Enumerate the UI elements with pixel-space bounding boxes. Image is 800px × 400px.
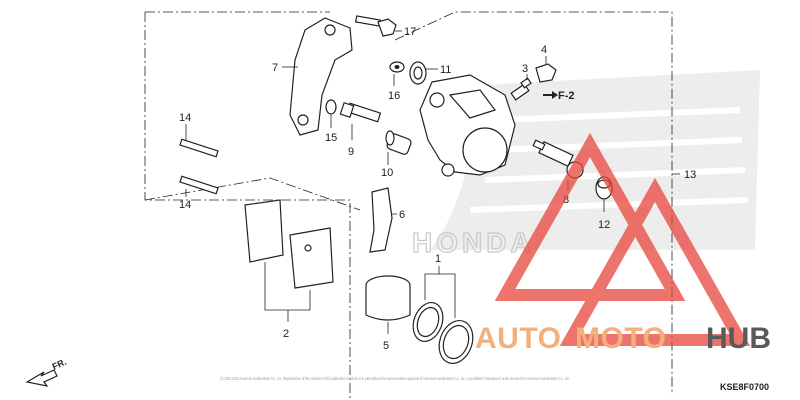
- caliper-body[interactable]: [419, 74, 516, 177]
- assembly-frame: [144, 11, 673, 398]
- callout-16: 16: [388, 90, 400, 102]
- callout-5: 5: [383, 340, 389, 352]
- forward-arrow: [25, 369, 58, 387]
- watermark-moto: MOTO: [575, 322, 666, 355]
- callout-10: 10: [381, 167, 393, 179]
- callout-17: 17: [404, 26, 416, 38]
- piston-part-5[interactable]: [365, 275, 411, 321]
- diagram-code: KSE8F0700: [720, 382, 769, 392]
- seal-part-15[interactable]: [325, 99, 337, 115]
- callout-11: 11: [440, 64, 451, 76]
- pin-boot-part-10[interactable]: [385, 130, 412, 155]
- slide-pin-part-9[interactable]: [339, 101, 382, 123]
- ref-mark-f2: F-2: [558, 90, 575, 102]
- callout-4: 4: [541, 44, 547, 56]
- callout-14-upper: 14: [179, 112, 191, 124]
- bleeder-screw-part-3[interactable]: [510, 77, 532, 101]
- piston-seal-set-part-1[interactable]: [408, 298, 479, 368]
- pad-spring-part-6[interactable]: [369, 187, 393, 253]
- bolt-part-17[interactable]: [354, 15, 397, 37]
- copyright-text: (c) 2002-2015 American Honda Motor Co., …: [220, 376, 570, 381]
- honda-logotype: HONDA: [412, 227, 535, 258]
- callout-1: 1: [435, 253, 441, 265]
- watermark-logo-mark: [494, 132, 751, 346]
- boot-part-11[interactable]: [409, 61, 427, 85]
- watermark-auto: AUTO: [475, 322, 561, 355]
- pad-pin-part-14-lower[interactable]: [179, 175, 219, 195]
- brake-pad-part-2[interactable]: [244, 199, 334, 289]
- callout-15: 15: [325, 132, 337, 144]
- callout-3: 3: [522, 63, 528, 75]
- callout-12: 12: [598, 219, 610, 231]
- callout-7: 7: [272, 62, 278, 74]
- callout-8: 8: [563, 194, 569, 206]
- callout-9: 9: [348, 146, 354, 158]
- forward-label: FR.: [51, 357, 68, 372]
- callout-13: 13: [684, 169, 696, 181]
- bleeder-cap-part-4[interactable]: [535, 63, 557, 83]
- caliper-bracket-part-7[interactable]: [289, 17, 353, 136]
- watermark-hub: HUB: [706, 322, 771, 355]
- callout-6: 6: [399, 209, 405, 221]
- pad-pin-part-14-upper[interactable]: [179, 138, 219, 158]
- washer-part-16[interactable]: [389, 61, 405, 73]
- callout-2: 2: [283, 328, 289, 340]
- callout-14-lower: 14: [179, 199, 191, 211]
- ref-arrow: [543, 91, 558, 99]
